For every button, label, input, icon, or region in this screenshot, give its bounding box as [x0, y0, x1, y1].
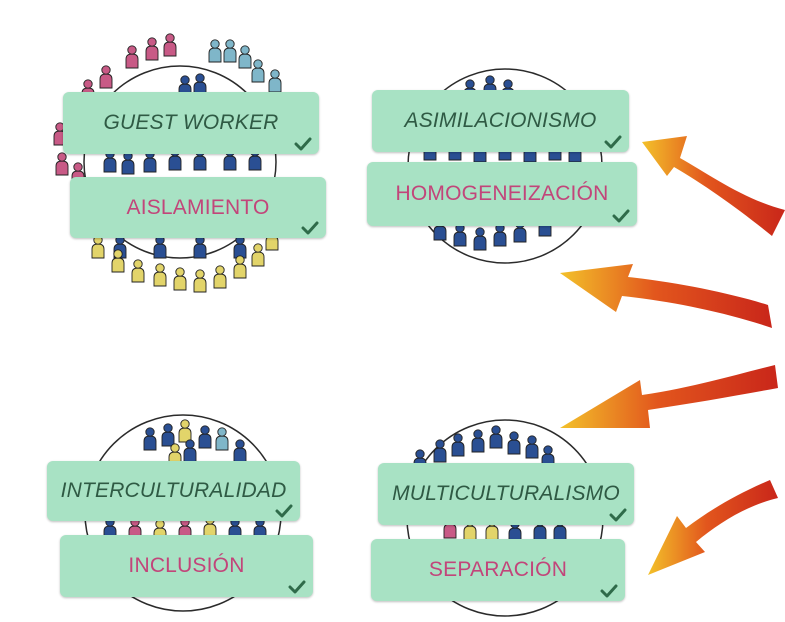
person-icon: [433, 439, 447, 463]
person-icon: [153, 263, 167, 287]
card-guest-worker-label: GUEST WORKER: [103, 111, 279, 134]
card-guest-worker[interactable]: GUEST WORKER: [63, 92, 319, 154]
card-aislamiento-label: AISLAMIENTO: [126, 195, 270, 219]
card-homogeneizacion[interactable]: HOMOGENEIZACIÓN: [367, 162, 637, 226]
person-icon: [193, 269, 207, 293]
person-icon: [121, 151, 135, 175]
person-icon: [193, 235, 207, 259]
person-icon: [251, 59, 265, 83]
person-icon: [473, 227, 487, 251]
check-icon: [275, 504, 293, 518]
person-icon: [251, 243, 265, 267]
arrow-to-homogeneizacion-gap: [560, 264, 772, 328]
person-icon: [145, 37, 159, 61]
person-icon: [198, 425, 212, 449]
check-icon: [301, 221, 319, 235]
card-homogeneizacion-label: HOMOGENEIZACIÓN: [395, 182, 609, 205]
check-icon: [612, 209, 630, 223]
person-icon: [99, 65, 113, 89]
person-icon: [268, 69, 282, 93]
check-icon: [294, 137, 312, 151]
person-icon: [453, 223, 467, 247]
card-interculturalidad[interactable]: INTERCULTURALIDAD: [47, 461, 300, 521]
person-icon: [125, 45, 139, 69]
person-icon: [55, 152, 69, 176]
person-icon: [213, 265, 227, 289]
person-icon: [161, 423, 175, 447]
check-icon: [604, 135, 622, 149]
person-icon: [493, 223, 507, 247]
check-icon: [609, 508, 627, 522]
person-icon: [489, 425, 503, 449]
person-icon: [451, 433, 465, 457]
person-icon: [163, 33, 177, 57]
person-icon: [215, 427, 229, 451]
person-icon: [525, 435, 539, 459]
card-separacion-label: SEPARACIÓN: [428, 558, 568, 581]
person-icon: [208, 39, 222, 63]
person-icon: [178, 419, 192, 443]
card-multiculturalismo[interactable]: MULTICULTURALISMO: [378, 463, 634, 525]
card-asimilacionismo[interactable]: ASIMILACIONISMO: [372, 90, 629, 152]
person-icon: [233, 439, 247, 463]
card-inclusion[interactable]: INCLUSIÓN: [60, 535, 313, 597]
person-icon: [173, 267, 187, 291]
person-icon: [223, 39, 237, 63]
person-icon: [143, 427, 157, 451]
person-icon: [471, 429, 485, 453]
person-icon: [507, 431, 521, 455]
card-separacion[interactable]: SEPARACIÓN: [371, 539, 625, 601]
card-interculturalidad-label: INTERCULTURALIDAD: [60, 479, 287, 502]
card-multiculturalismo-label: MULTICULTURALISMO: [392, 482, 620, 505]
card-asimilacionismo-label: ASIMILACIONISMO: [404, 109, 597, 132]
card-inclusion-label: INCLUSIÓN: [128, 554, 245, 577]
person-icon: [183, 439, 197, 463]
person-icon: [153, 235, 167, 259]
arrow-to-separacion: [648, 480, 778, 575]
person-icon: [233, 255, 247, 279]
check-icon: [600, 584, 618, 598]
person-icon: [238, 45, 252, 69]
arrow-to-interculturalidad-gap: [560, 365, 778, 428]
person-icon: [131, 259, 145, 283]
person-icon: [111, 249, 125, 273]
person-icon: [233, 235, 247, 259]
arrow-to-asimilacionismo: [642, 136, 785, 236]
person-icon: [91, 235, 105, 259]
card-aislamiento[interactable]: AISLAMIENTO: [70, 177, 326, 238]
check-icon: [288, 580, 306, 594]
